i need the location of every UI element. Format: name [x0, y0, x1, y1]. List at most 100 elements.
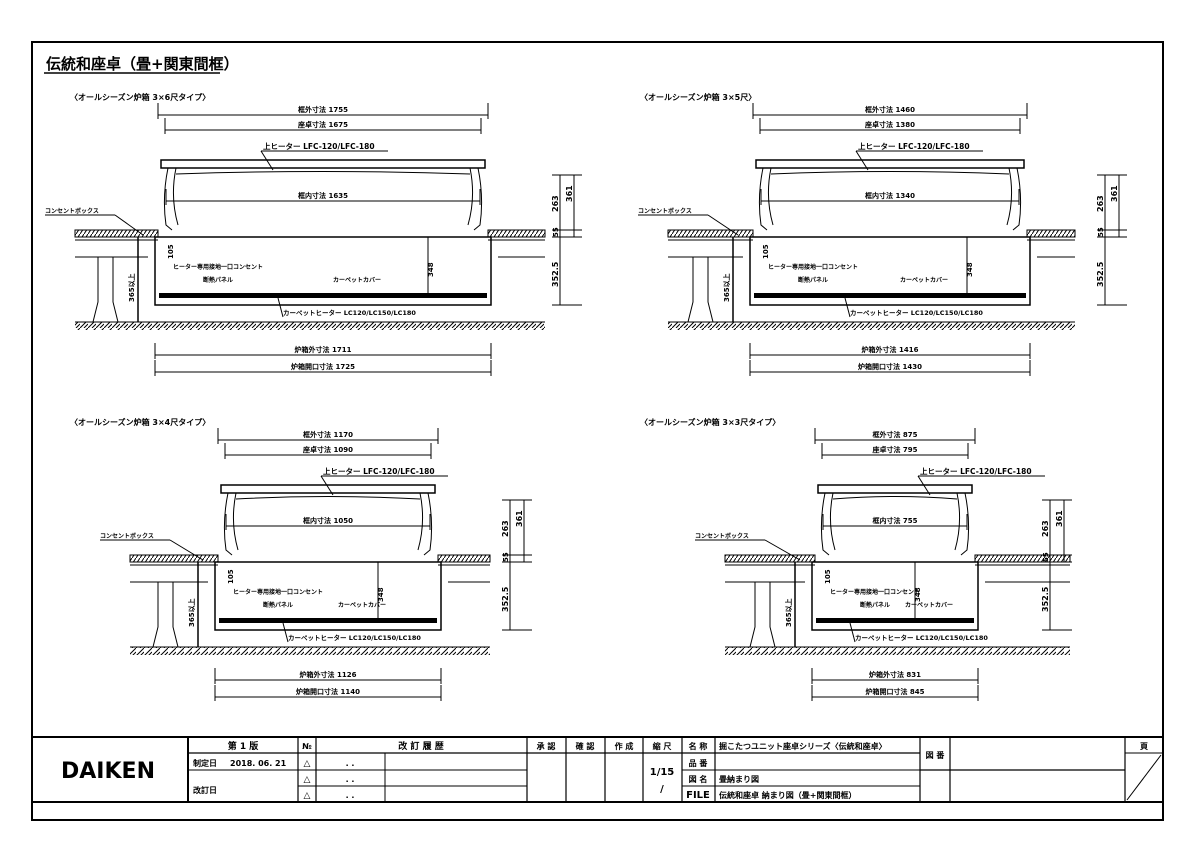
number-label: 図 番	[926, 750, 946, 760]
revision-date: . .	[346, 791, 355, 800]
dim-352-5: 352.5	[551, 261, 560, 287]
dim-352-5: 352.5	[1041, 586, 1050, 612]
history-label: 改 訂 履 歴	[398, 740, 443, 752]
revised-label: 改訂日	[193, 785, 217, 795]
height-365-label: 365以上	[187, 598, 196, 627]
heater-outlet-label: ヒーター専用接地一口コンセント	[830, 588, 920, 596]
height-105-label: 105	[167, 244, 175, 259]
outer-frame-dimension-label: 框外寸法 875	[872, 430, 917, 439]
tatami-floor-left	[74, 229, 159, 238]
foundation-post	[687, 257, 714, 323]
carpet-heater-label: カーペットヒーター LC120/LC150/LC180	[850, 308, 983, 317]
pit-outer-dimension-label: 炉箱外寸法 1711	[295, 345, 352, 354]
table-top	[220, 484, 436, 494]
inner-frame-dimension-label: 框内寸法 1635	[298, 191, 348, 200]
floor-pit	[154, 236, 492, 306]
heater-outlet-label: ヒーター専用接地一口コンセント	[768, 263, 858, 271]
dim-361: 361	[515, 510, 524, 527]
tatami-floor-right	[974, 554, 1071, 563]
pit-outer-dimension-label: 炉箱外寸法 1416	[862, 345, 919, 354]
dim-361: 361	[1055, 510, 1064, 527]
height-105-label: 105	[824, 569, 832, 584]
leader	[707, 214, 739, 236]
leader	[844, 297, 851, 318]
created-date: 2018. 06. 21	[230, 759, 287, 768]
leader	[277, 297, 284, 318]
insulation-panel-label: 断熱パネル	[860, 601, 890, 609]
insulation-panel-label: 断熱パネル	[798, 276, 828, 284]
leader	[114, 214, 144, 236]
pit-outer-dimension-label: 炉箱外寸法 831	[869, 670, 921, 679]
dim-55: 55	[502, 552, 510, 562]
table-apron	[163, 167, 483, 231]
tatami-floor-left	[129, 554, 219, 563]
check-label: 確 認	[576, 741, 595, 751]
table-dimension-label: 座卓寸法 795	[872, 445, 917, 454]
pit-opening-dimension-label: 炉箱開口寸法 845	[865, 687, 924, 696]
outlet-box-label: コンセントボックス	[45, 207, 99, 215]
table-dimension-label: 座卓寸法 1090	[303, 445, 353, 454]
height-365-label: 365以上	[127, 273, 136, 302]
inner-frame-dimension-label: 框内寸法 1050	[303, 516, 353, 525]
upper-heater-label: 上ヒーター LFC-120/LFC-180	[920, 466, 1032, 476]
outlet-box-label: コンセントボックス	[100, 532, 154, 540]
revision-mark: △	[304, 759, 311, 769]
foundation-post	[152, 582, 179, 648]
tatami-floor-right	[487, 229, 546, 238]
dim-361: 361	[565, 185, 574, 202]
section-heading: 〈オールシーズン炉箱 3×5尺〉	[640, 92, 756, 102]
daiken-logo: DAIKEN	[61, 759, 155, 784]
height-105-label: 105	[762, 244, 770, 259]
ground-hatch	[725, 647, 1070, 655]
table-apron	[223, 492, 433, 556]
ground-hatch	[130, 647, 490, 655]
name-label: 名 称	[689, 741, 708, 751]
tb-slash	[1126, 754, 1162, 801]
table-top	[817, 484, 973, 494]
dim-55: 55	[1097, 227, 1105, 237]
approve-label: 承 認	[537, 741, 556, 751]
foundation-post	[749, 582, 776, 648]
scale-label: 縮 尺	[653, 741, 672, 751]
height-365-label: 365以上	[722, 273, 731, 302]
floor-pit	[214, 561, 442, 631]
carpet-cover-label: カーペットカバー	[338, 601, 386, 609]
sheet-border	[31, 41, 1164, 821]
carpet-heater	[816, 618, 974, 623]
revision-mark: △	[304, 775, 311, 785]
scale-value: 1/15	[650, 767, 675, 778]
table-top	[755, 159, 1025, 169]
dim-55: 55	[1042, 552, 1050, 562]
carpet-cover-label: カーペットカバー	[333, 276, 381, 284]
leader	[764, 539, 801, 561]
ground-hatch	[668, 322, 1075, 330]
height-348-label: 348	[377, 587, 385, 602]
inner-frame-dimension-label: 框内寸法 1340	[865, 191, 915, 200]
leader	[849, 622, 856, 643]
section-heading: 〈オールシーズン炉箱 3×6尺タイプ〉	[70, 92, 210, 102]
outlet-box-label: コンセントボックス	[695, 532, 749, 540]
outer-frame-dimension-label: 框外寸法 1755	[298, 105, 348, 114]
dim-263: 263	[551, 195, 560, 212]
scale-value-2: /	[660, 784, 664, 795]
tatami-floor-left	[667, 229, 754, 238]
height-348-label: 348	[427, 262, 435, 277]
dim-361: 361	[1110, 185, 1119, 202]
make-label: 作 成	[615, 741, 634, 751]
upper-heater-label: 上ヒーター LFC-120/LFC-180	[263, 141, 375, 151]
no-label: №	[302, 742, 312, 751]
edition: 第 1 版	[228, 740, 259, 752]
revision-date: . .	[346, 759, 355, 768]
dim-263: 263	[1096, 195, 1105, 212]
carpet-cover-label: カーペットカバー	[905, 601, 953, 609]
pit-opening-dimension-label: 炉箱開口寸法 1140	[296, 687, 360, 696]
revision-mark: △	[304, 791, 311, 801]
pit-opening-dimension-label: 炉箱開口寸法 1725	[291, 362, 355, 371]
carpet-heater-label: カーペットヒーター LC120/LC150/LC180	[288, 633, 421, 642]
outer-frame-dimension-label: 框外寸法 1170	[303, 430, 353, 439]
carpet-heater-label: カーペットヒーター LC120/LC150/LC180	[283, 308, 416, 317]
